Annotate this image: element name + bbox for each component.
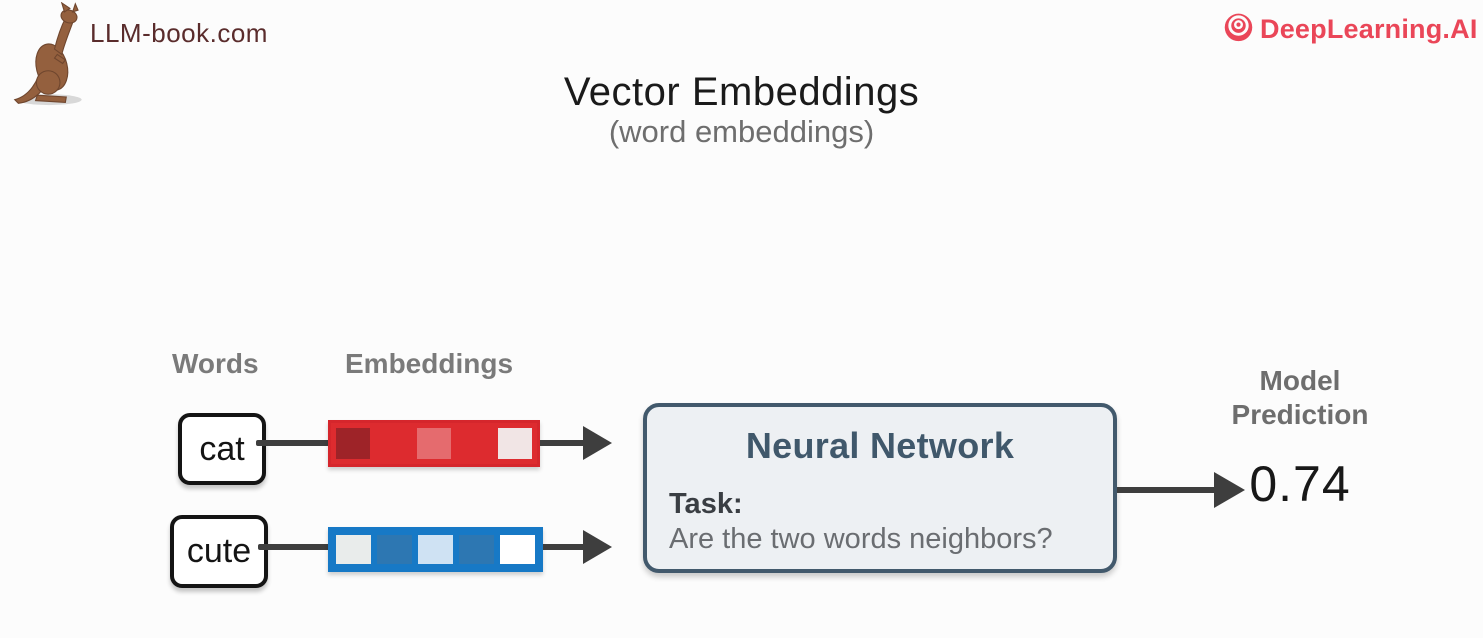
arrow-network-to-prediction-icon: [1117, 472, 1245, 508]
connector-line: [256, 440, 330, 446]
arrow-cat-to-network-icon: [540, 426, 612, 460]
embedding-cell: [377, 535, 412, 564]
deeplearning-ai-icon: [1222, 10, 1255, 48]
page-subtitle: (word embeddings): [608, 114, 875, 149]
embedding-cell: [500, 535, 535, 564]
task-question: Are the two words neighbors?: [669, 523, 1053, 555]
word-box-cat: cat: [178, 413, 266, 485]
model-prediction-value: 0.74: [1249, 456, 1351, 512]
word-label: cat: [199, 429, 245, 468]
word-label: cute: [186, 532, 252, 570]
embedding-cell: [459, 535, 494, 564]
neural-network-box: Neural Network Task: Are the two words n…: [643, 403, 1117, 573]
neural-network-title: Neural Network: [745, 425, 1015, 466]
brand-logo: DeepLearning.AI: [1222, 10, 1478, 48]
embedding-strip-cute: [328, 527, 543, 572]
embedding-cell: [497, 428, 533, 459]
embeddings-column-header: Embeddings: [345, 348, 514, 379]
embedding-cell: [457, 428, 492, 459]
connector-line: [258, 544, 330, 550]
kangaroo-logo-icon: [8, 1, 92, 106]
embedding-cell: [336, 535, 371, 564]
task-label: Task:: [669, 488, 743, 520]
model-prediction-label: Model Prediction: [1231, 365, 1369, 430]
words-column-header: Words: [172, 348, 259, 379]
brand-label: DeepLearning.AI: [1260, 13, 1478, 44]
word-box-cute: cute: [170, 515, 268, 588]
arrow-cute-to-network-icon: [543, 530, 612, 564]
embedding-cell: [336, 428, 371, 459]
embedding-cell: [376, 428, 411, 459]
embedding-cell: [418, 535, 453, 564]
page-title: Vector Embeddings: [563, 70, 920, 114]
network-task: Task: Are the two words neighbors?: [669, 487, 1053, 557]
embedding-cell: [416, 428, 452, 459]
embedding-strip-cat: [328, 420, 540, 467]
site-label: LLM-book.com: [90, 18, 268, 48]
